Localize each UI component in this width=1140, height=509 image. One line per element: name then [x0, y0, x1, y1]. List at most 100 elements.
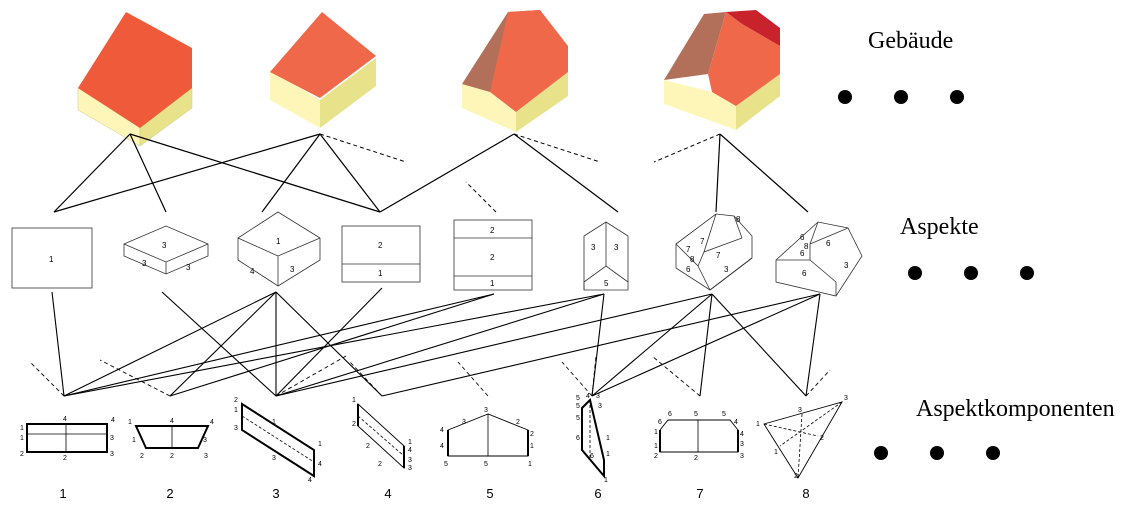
svg-text:6: 6	[658, 419, 662, 426]
building-2	[270, 12, 376, 128]
ellipsis-dot	[838, 90, 852, 104]
svg-text:1: 1	[272, 419, 276, 426]
svg-text:5: 5	[694, 411, 698, 418]
svg-text:1: 1	[408, 439, 412, 446]
svg-text:2: 2	[366, 443, 370, 450]
aspect-2-label-right: 3	[186, 263, 191, 272]
aspect-8-label-c: 8	[804, 242, 809, 251]
svg-text:3: 3	[203, 437, 207, 444]
svg-text:1: 1	[20, 425, 24, 432]
svg-text:2: 2	[140, 453, 144, 460]
svg-text:6: 6	[576, 435, 580, 442]
svg-text:1: 1	[530, 443, 534, 450]
aspect-1	[11, 227, 93, 289]
components-label: Aspektkomponenten	[916, 396, 1115, 422]
svg-text:3: 3	[740, 453, 744, 460]
svg-text:5: 5	[576, 403, 580, 410]
svg-text:1: 1	[774, 449, 778, 456]
aspect-2-label-top: 3	[162, 241, 167, 250]
svg-text:4: 4	[440, 427, 444, 434]
svg-text:4: 4	[63, 416, 67, 423]
aspect-7-label-b: 7	[716, 251, 721, 260]
aspect-5	[453, 219, 533, 291]
svg-text:1: 1	[234, 407, 238, 414]
svg-text:3: 3	[740, 441, 744, 448]
ellipsis-dot	[986, 446, 1000, 460]
aspect-2	[123, 225, 209, 275]
svg-text:1: 1	[654, 443, 658, 450]
svg-text:5: 5	[576, 415, 580, 422]
svg-text:3: 3	[798, 407, 802, 414]
svg-text:6: 6	[590, 453, 594, 460]
svg-text:3: 3	[204, 453, 208, 460]
svg-text:3: 3	[598, 403, 602, 410]
aspect-3-label-left: 4	[250, 267, 255, 276]
aspect-6-label-bottom: 5	[604, 279, 609, 288]
component-number-6: 6	[594, 486, 601, 501]
aspect-6-label-right: 3	[614, 243, 619, 252]
aspect-5-label-mid: 2	[490, 253, 495, 262]
ellipsis-dot	[964, 266, 978, 280]
component-2	[134, 425, 210, 449]
aspect-7-label-e: 8	[690, 255, 695, 264]
component-4	[357, 402, 405, 470]
component-1	[26, 423, 108, 453]
component-number-4: 4	[384, 486, 391, 501]
svg-text:2: 2	[516, 419, 520, 426]
svg-text:3: 3	[408, 465, 412, 472]
svg-text:5: 5	[722, 411, 726, 418]
aspect-7-label-d: 6	[686, 265, 691, 274]
svg-text:2: 2	[63, 455, 67, 462]
svg-text:1: 1	[604, 477, 608, 484]
aspect-4-label-bottom: 1	[378, 269, 383, 278]
svg-text:3: 3	[110, 435, 114, 442]
svg-text:2: 2	[654, 453, 658, 460]
aspect-3	[237, 211, 321, 287]
aspect-1-label: 1	[49, 255, 54, 264]
aspect-3-label-right: 3	[290, 265, 295, 274]
svg-text:1: 1	[20, 435, 24, 442]
aspect-8-label-b: 6	[800, 249, 805, 258]
svg-text:5: 5	[484, 461, 488, 468]
svg-text:4: 4	[111, 417, 115, 424]
aspect-8-label-e: 6	[802, 269, 807, 278]
aspect-8	[775, 221, 863, 297]
svg-text:3: 3	[844, 395, 848, 402]
svg-text:1: 1	[528, 461, 532, 468]
svg-text:5: 5	[576, 395, 580, 402]
component-number-7: 7	[696, 486, 703, 501]
svg-text:1: 1	[756, 421, 760, 428]
svg-text:4: 4	[308, 477, 312, 484]
svg-text:3: 3	[596, 393, 600, 400]
ellipsis-dot	[930, 446, 944, 460]
aspect-number-labels: 1 3 3 3 1 4 3 2 1 2 2 1 3 3 5 7 7 8 6 8 …	[49, 215, 849, 288]
svg-text:2: 2	[694, 455, 698, 462]
component-index-row: 1 2 3 4 5 6 7 8	[59, 486, 809, 501]
svg-text:4: 4	[586, 393, 590, 400]
aspect-2-label-left: 3	[142, 259, 147, 268]
component-8	[763, 401, 843, 479]
svg-text:4: 4	[210, 419, 214, 426]
aspect-8-label-d: 6	[826, 239, 831, 248]
aspect-6-label-left: 3	[591, 243, 596, 252]
component-7	[659, 419, 739, 453]
svg-text:3: 3	[234, 425, 238, 432]
component-number-5: 5	[486, 486, 493, 501]
svg-text:2: 2	[378, 461, 382, 468]
component-5	[447, 413, 529, 457]
svg-text:2: 2	[352, 421, 356, 428]
building-4	[664, 10, 780, 130]
svg-text:3: 3	[272, 455, 276, 462]
aspect-3-label-top: 1	[276, 237, 281, 246]
aspects-label: Aspekte	[900, 214, 979, 240]
svg-text:1: 1	[132, 437, 136, 444]
svg-text:2: 2	[170, 453, 174, 460]
aspect-7-label-a: 7	[700, 237, 705, 246]
aspect-component-links	[51, 287, 821, 397]
svg-text:3: 3	[484, 407, 488, 414]
ellipsis-dot	[950, 90, 964, 104]
ellipsis-dot	[908, 266, 922, 280]
svg-text:2: 2	[20, 451, 24, 458]
